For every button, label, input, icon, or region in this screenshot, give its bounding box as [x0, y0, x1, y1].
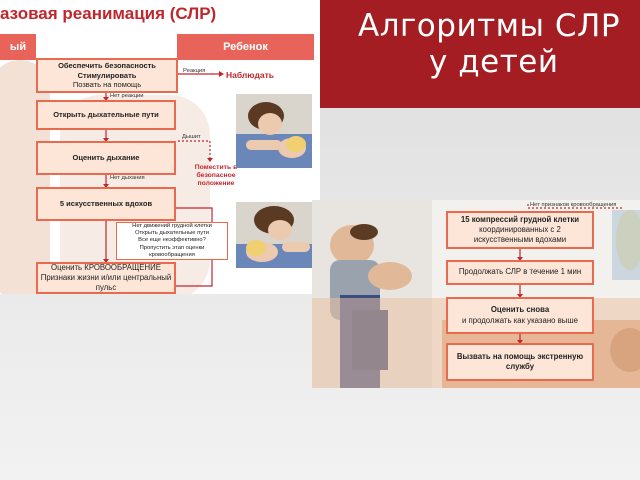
step-reassess-line1: Оценить снова	[490, 305, 550, 315]
check-line2: Открыть дыхательные пути	[134, 230, 209, 237]
title-banner: Алгоритмы СЛР у детей	[320, 0, 640, 108]
step-open-airway: Открыть дыхательные пути	[36, 100, 176, 130]
note-breathing: Дышит	[182, 134, 201, 140]
step-15-compressions-line1: 15 компрессий грудной клетки	[460, 214, 580, 224]
recovery-line2: безопасное	[196, 172, 236, 180]
action-observe: Наблюдать	[226, 70, 274, 80]
arrowhead-4	[103, 259, 109, 263]
banner-title-line1: Алгоритмы СЛР	[358, 8, 621, 44]
arrowhead-r1	[517, 257, 523, 261]
left-slide-basic-cpr: азовая реанимация (СЛР) ый Ребенок Обесп…	[0, 0, 320, 294]
left-slide-title: азовая реанимация (СЛР)	[0, 4, 217, 23]
step-ensure-safety: Обеспечить безопасность Стимулировать По…	[36, 58, 178, 93]
photo-open-airway-child	[236, 94, 312, 168]
arrowhead-1	[103, 97, 109, 101]
connector-no-circulation	[527, 204, 622, 209]
step-assess-circulation: Оценить КРОВООБРАЩЕНИЕ Признаки жизни и/…	[36, 262, 176, 294]
connector-loop	[176, 260, 213, 287]
step-open-airway-label: Открыть дыхательные пути	[53, 110, 159, 120]
arrowhead-3	[103, 184, 109, 188]
step-15-compressions: 15 компрессий грудной клетки координиров…	[446, 211, 594, 249]
tab-child: Ребенок	[177, 34, 314, 60]
arrowhead-r2	[517, 294, 523, 298]
rescuer-figure-left	[0, 60, 50, 294]
arrowhead-r3	[517, 340, 523, 344]
connector-check	[176, 207, 213, 222]
step-assess-breathing: Оценить дыхание	[36, 141, 176, 175]
check-line3: Все еще неэффективно?	[138, 237, 206, 244]
right-slide-cpr-continued: Нет признаков кровообращения 15 компресс…	[312, 200, 640, 388]
step-continue-cpr-label: Продолжать СЛР в течение 1 мин	[458, 267, 582, 277]
check-line1: Нет движений грудной клетки	[132, 222, 212, 229]
step-reassess-line2: и продолжать как указано выше	[462, 315, 578, 325]
step-call-emergency: Вызвать на помощь экстренную службу	[446, 343, 594, 381]
step-ensure-safety-line3: Позвать на помощь	[72, 80, 142, 90]
tab-adult: ый	[0, 34, 36, 60]
right-flow-connectors	[517, 204, 622, 344]
note-no-reaction: Нет реакции	[110, 93, 144, 99]
check-line5: кровообращения	[149, 251, 195, 258]
banner-title-line2: у детей	[429, 44, 559, 80]
step-15-compressions-line2: координированных с 2	[479, 224, 561, 234]
step-call-emergency-line2: службу	[505, 362, 535, 371]
step-15-compressions-line3: искусственными вдохами	[473, 235, 567, 245]
step-assess-circulation-line2: Признаки жизни и/или центральный	[40, 273, 172, 283]
step-assess-breathing-label: Оценить дыхание	[72, 153, 140, 163]
action-recovery-position: Поместить в безопасное положение	[190, 164, 242, 188]
step-continue-cpr: Продолжать СЛР в течение 1 мин	[446, 260, 594, 285]
note-no-breathing: Нет дыхания	[110, 175, 145, 181]
check-line4: Пропустить этап оценки	[139, 244, 205, 251]
step-reassess: Оценить снова и продолжать как указано в…	[446, 297, 594, 334]
connector-breathing	[178, 140, 211, 160]
arrowhead-reaction	[219, 71, 224, 77]
photo-rescue-breaths-child	[236, 202, 312, 268]
step-ensure-safety-line1: Обеспечить безопасность	[58, 61, 156, 71]
step-call-emergency-line1: Вызвать на помощь экстренную	[456, 351, 584, 361]
note-no-circulation: Нет признаков кровообращения	[530, 202, 617, 208]
check-chest-movement: Нет движений грудной клетки Открыть дыха…	[116, 222, 228, 260]
note-reaction: Реакция	[183, 68, 206, 74]
left-flow-connectors	[103, 71, 224, 287]
step-five-rescue-breaths-label: 5 искусственных вдохов	[59, 199, 153, 209]
recovery-line1: Поместить в	[194, 164, 238, 171]
step-assess-circulation-line3: пульс	[95, 282, 117, 292]
recovery-line3: положение	[197, 180, 235, 188]
step-ensure-safety-line2: Стимулировать	[77, 70, 137, 80]
arrowhead-2	[103, 138, 109, 142]
step-five-rescue-breaths: 5 искусственных вдохов	[36, 187, 176, 221]
step-assess-circulation-line1: Оценить КРОВООБРАЩЕНИЕ	[51, 263, 161, 273]
arrowhead-breathing	[207, 158, 213, 162]
